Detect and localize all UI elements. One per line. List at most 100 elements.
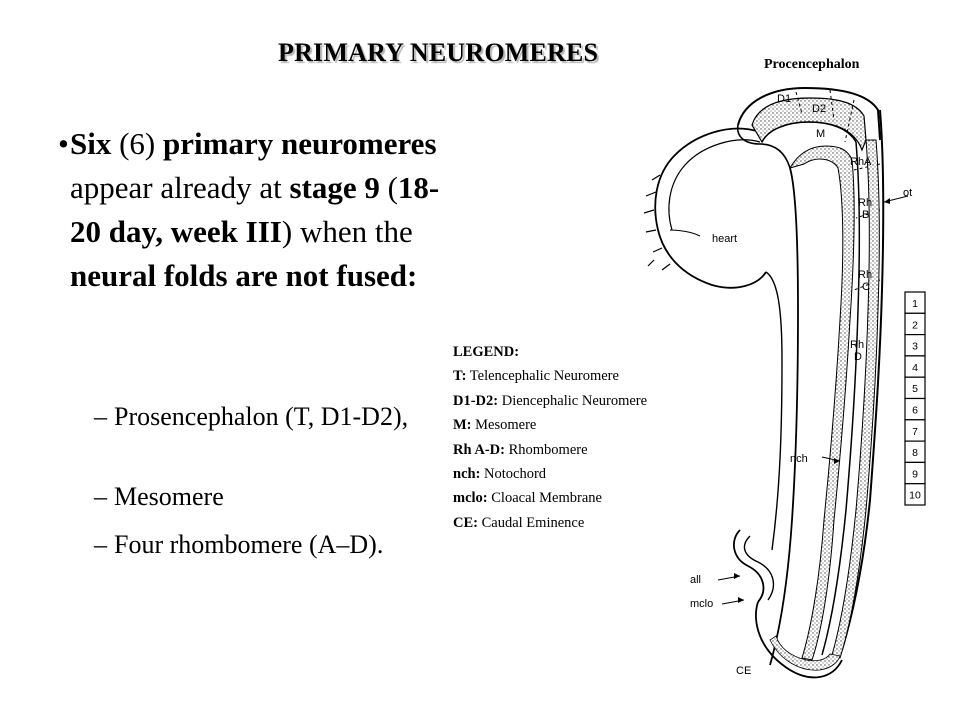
cloacal-membrane-curve (755, 601, 843, 679)
slide-title: PRIMARY NEUROMERES (278, 38, 599, 67)
boundary-rha-rhb (853, 163, 881, 171)
somite-number: 9 (912, 468, 918, 480)
heart-inner-outline (668, 139, 761, 231)
label-rhd-2: D (854, 351, 862, 363)
neural-tube-outer-wall (841, 109, 885, 651)
allantois-curve-inner (743, 535, 775, 601)
boundary-d2-m (829, 89, 835, 121)
procencephalon-caption: Procencephalon (764, 57, 860, 72)
label-ot: ot (903, 187, 912, 199)
legend-abbr: nch: (453, 466, 481, 483)
ot-arrow-head (884, 198, 890, 204)
label-rhb-2: B (862, 209, 869, 221)
bullet-part: 18-20 day, week III (70, 170, 440, 249)
pericardium-line (669, 229, 701, 237)
bullet-part: ) when the (281, 214, 413, 249)
nch-arrow-head (834, 458, 840, 464)
legend-desc: Notochord (480, 466, 547, 483)
legend: LEGEND: T: Telencephalic Neuromere D1-D2… (453, 340, 647, 535)
somite-number: 1 (912, 298, 918, 310)
somite-number: 6 (912, 405, 918, 417)
boundary-m-rha (844, 99, 855, 143)
legend-entry: mclo: Cloacal Membrane (453, 486, 647, 510)
bullet-text: Six (6) primary neuromeres appear alread… (58, 122, 458, 298)
label-rhc-2: C (862, 281, 870, 293)
label-rha: RhA (850, 156, 872, 168)
bullet-part: stage 9 (289, 170, 380, 205)
somite-number: 10 (909, 490, 921, 502)
legend-entry: CE: Caudal Eminence (453, 511, 647, 535)
legend-desc: Cloacal Membrane (487, 490, 602, 507)
somite-number: 2 (912, 319, 918, 331)
forebrain-ventricle (761, 121, 857, 143)
head-outline (737, 86, 881, 141)
label-d1: D1 (777, 93, 791, 105)
boundary-d1-d2 (795, 91, 803, 115)
mclo-arrow-head (738, 597, 744, 603)
bullet-part: Six (70, 126, 120, 161)
stomodeum-curve (736, 124, 791, 169)
boundary-rhb-rhc (855, 209, 881, 219)
legend-abbr: T: (453, 368, 467, 385)
label-rhd-1: Rh (850, 339, 864, 351)
legend-desc: Telencephalic Neuromere (466, 368, 619, 385)
caudal-eminence-stipple (769, 635, 841, 671)
legend-abbr: Rh A-D: (453, 441, 505, 458)
notochord-line (769, 167, 799, 666)
legend-desc: Diencephalic Neuromere (498, 392, 648, 409)
bullet-part: ( (379, 170, 398, 205)
somite-number: 5 (912, 383, 918, 395)
somite-number: 7 (912, 426, 918, 438)
main-bullet: • Six (6) primary neuromeres appear alre… (58, 122, 458, 298)
subitem-text: Four rhombomere (A–D). (114, 530, 384, 559)
bullet-symbol: • (58, 126, 69, 161)
label-ce: CE (736, 665, 751, 677)
embryo-diagram: D1 D2 M RhA Rh B Rh C Rh D ot heart nch … (643, 86, 926, 679)
legend-entry: D1-D2: Diencephalic Neuromere (453, 389, 647, 413)
legend-abbr: CE: (453, 514, 478, 531)
label-heart: heart (712, 233, 737, 245)
boundary-rhc-rhd (853, 279, 881, 291)
label-mclo: mclo (690, 598, 713, 610)
legend-desc: Caudal Eminence (477, 514, 585, 531)
somite-number: 8 (912, 447, 918, 459)
somite-box (904, 483, 926, 506)
label-rhc-1: Rh (858, 269, 872, 281)
subitem-rhombomere: – Four rhombomere (A–D). (94, 526, 454, 564)
allantois-curve (733, 529, 765, 603)
subitem-text: Prosencephalon (T, D1-D2), (114, 402, 409, 431)
bullet-part: neural folds are not fused: (70, 258, 418, 293)
bullet-part: appear already at (70, 170, 290, 205)
legend-desc: Mesomere (471, 417, 537, 434)
legend-entry: nch: Notochord (453, 462, 647, 486)
label-rhb-1: Rh (858, 197, 872, 209)
subitem-dash: – (94, 530, 107, 559)
heart-outline (654, 127, 767, 289)
subitem-dash: – (94, 402, 107, 431)
legend-abbr: mclo: (453, 490, 488, 507)
label-d2: D2 (812, 103, 826, 115)
legend-heading: LEGEND: (453, 344, 520, 360)
legend-entry: T: Telencephalic Neuromere (453, 364, 647, 388)
label-all: all (690, 574, 701, 586)
body-ventral-wall (765, 271, 783, 551)
legend-abbr: D1-D2: (453, 392, 499, 409)
subitem-dash: – (94, 482, 107, 511)
all-arrow-head (734, 573, 740, 579)
somite-number: 4 (912, 362, 918, 374)
legend-abbr: M: (453, 417, 472, 434)
label-nch: nch (790, 453, 808, 465)
subitem-text: Mesomere (114, 482, 224, 511)
subitem-mesomere: – Mesomere (94, 478, 454, 516)
neural-tube-lumen (821, 141, 861, 656)
bullet-part: (6) (119, 126, 164, 161)
neural-tube-stipple-left (788, 145, 855, 661)
legend-entry: M: Mesomere (453, 413, 647, 437)
legend-desc: Rhombomere (504, 441, 588, 458)
bullet-part: primary neuromeres (163, 126, 437, 161)
neural-tube-stipple-right (831, 139, 880, 659)
legend-entry: Rh A-D: Rhombomere (453, 438, 647, 462)
heart-dashes (643, 174, 671, 271)
label-m: M (816, 128, 825, 140)
